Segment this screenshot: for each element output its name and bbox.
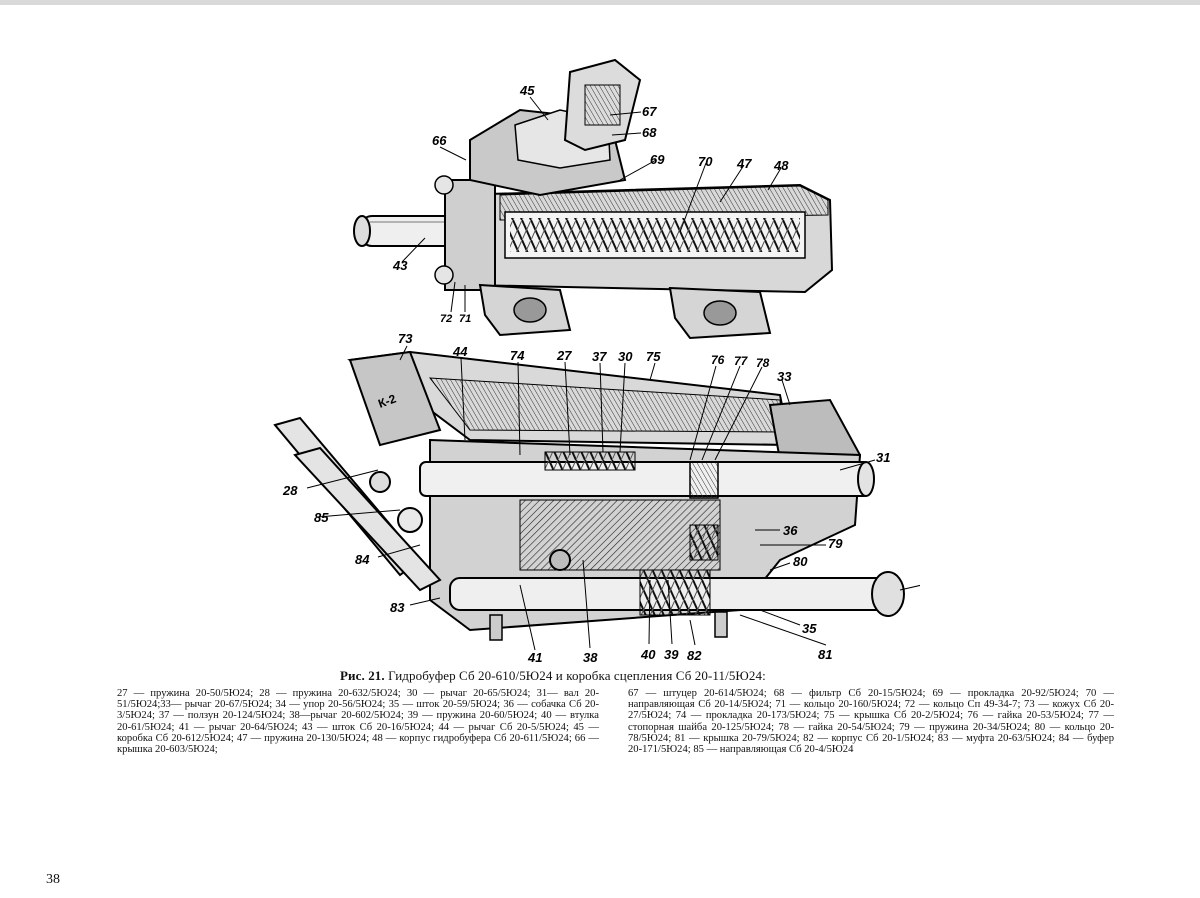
callout-43: 43 xyxy=(392,258,408,273)
callout-83: 83 xyxy=(390,600,405,615)
callout-73: 73 xyxy=(398,331,413,346)
callout-85: 85 xyxy=(314,510,329,525)
svg-text:К-2: К-2 xyxy=(376,391,398,410)
callout-28: 28 xyxy=(282,483,298,498)
hydro-buffer-assembly xyxy=(353,58,834,340)
callout-84: 84 xyxy=(355,552,370,567)
page-top-edge xyxy=(0,0,1200,5)
callout-70: 70 xyxy=(698,154,713,169)
figure-caption-text: Гидробуфер Сб 20-610/5Ю24 и коробка сцеп… xyxy=(388,668,766,683)
callout-77: 77 xyxy=(734,354,749,368)
callout-45: 45 xyxy=(519,83,535,98)
callout-35: 35 xyxy=(802,621,817,636)
callout-78: 78 xyxy=(756,356,770,370)
callout-40: 40 xyxy=(640,647,656,662)
callout-44: 44 xyxy=(452,344,468,359)
clutch-box-assembly: К-2 xyxy=(273,350,905,641)
callout-39: 39 xyxy=(664,647,679,662)
callout-80: 80 xyxy=(793,554,808,569)
figure-caption: Рис. 21. Гидробуфер Сб 20-610/5Ю24 и кор… xyxy=(340,668,766,684)
callout-69: 69 xyxy=(650,152,665,167)
callout-74: 74 xyxy=(510,348,525,363)
callout-47: 47 xyxy=(736,156,752,171)
legend-left-column: 27 — пружина 20-50/5Ю24; 28 — пружина 20… xyxy=(117,688,599,756)
callout-67: 67 xyxy=(642,104,657,119)
callout-31: 31 xyxy=(876,450,890,465)
callout-82: 82 xyxy=(687,648,702,663)
hydro-buffer-drawing: К-2 xyxy=(273,58,952,665)
callout-30: 30 xyxy=(618,349,633,364)
callout-27: 27 xyxy=(556,348,572,363)
callout-labels: 45 67 68 66 69 70 47 48 43 72 71 73 44 7… xyxy=(282,83,952,665)
callout-38: 38 xyxy=(583,650,598,665)
figure-caption-label: Рис. 21. xyxy=(340,668,385,683)
callout-79: 79 xyxy=(828,536,843,551)
callout-48: 48 xyxy=(773,158,789,173)
leader-lines xyxy=(306,96,936,651)
callout-75: 75 xyxy=(646,349,661,364)
callout-33: 33 xyxy=(777,369,792,384)
callout-81: 81 xyxy=(818,647,832,662)
callout-41: 41 xyxy=(527,650,542,665)
callout-36: 36 xyxy=(783,523,798,538)
page-number: 38 xyxy=(46,872,60,887)
callout-68: 68 xyxy=(642,125,657,140)
callout-72: 72 xyxy=(440,313,452,325)
callout-71: 71 xyxy=(459,313,471,325)
technical-illustration: К-2 xyxy=(270,45,952,670)
callout-37: 37 xyxy=(592,349,607,364)
callout-66: 66 xyxy=(432,133,447,148)
callout-76: 76 xyxy=(711,353,725,367)
legend-right-column: 67 — штуцер 20-614/5Ю24; 68 — фильтр Сб … xyxy=(628,688,1114,756)
